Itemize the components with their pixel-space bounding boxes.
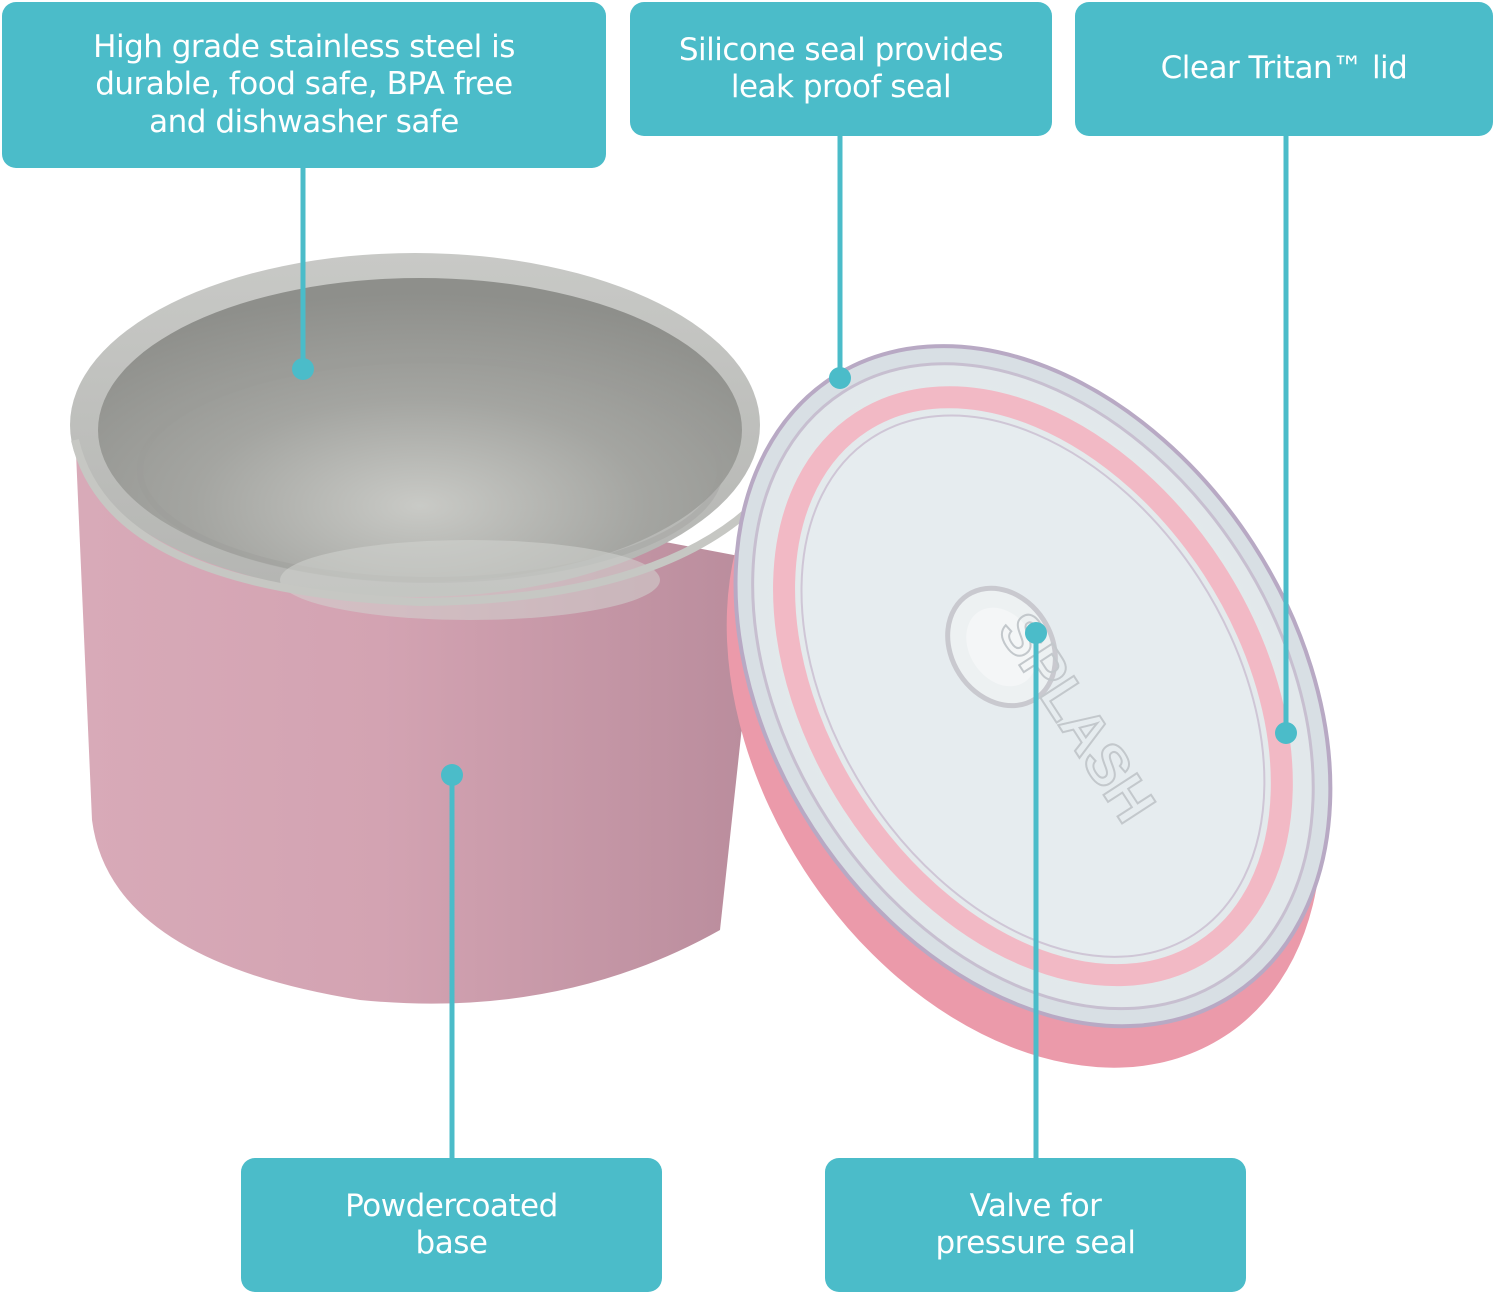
callout-text: Valve for pressure seal [935, 1187, 1136, 1261]
valve-pointer-dot [1025, 622, 1047, 644]
callout-text: Clear Tritan™ lid [1160, 50, 1408, 87]
seal-pointer-dot [829, 367, 851, 389]
steel-pointer-dot [292, 358, 314, 380]
connectors [292, 136, 1297, 1158]
lid-pointer-dot [1275, 722, 1297, 744]
callout-text: High grade stainless steel is durable, f… [93, 29, 515, 140]
callout-text: Powdercoated base [345, 1187, 558, 1261]
callout-valve: Valve for pressure seal [825, 1158, 1246, 1292]
callout-silicone-seal: Silicone seal provides leak proof seal [630, 2, 1052, 136]
callout-stainless-steel: High grade stainless steel is durable, f… [2, 2, 606, 168]
base-pointer-dot [441, 764, 463, 786]
bowl [70, 253, 763, 1004]
callout-tritan-lid: Clear Tritan™ lid [1075, 2, 1493, 136]
lid: SPLASH [726, 344, 1333, 1068]
callout-text: Silicone seal provides leak proof seal [678, 31, 1004, 105]
callout-powdercoated-base: Powdercoated base [241, 1158, 662, 1292]
